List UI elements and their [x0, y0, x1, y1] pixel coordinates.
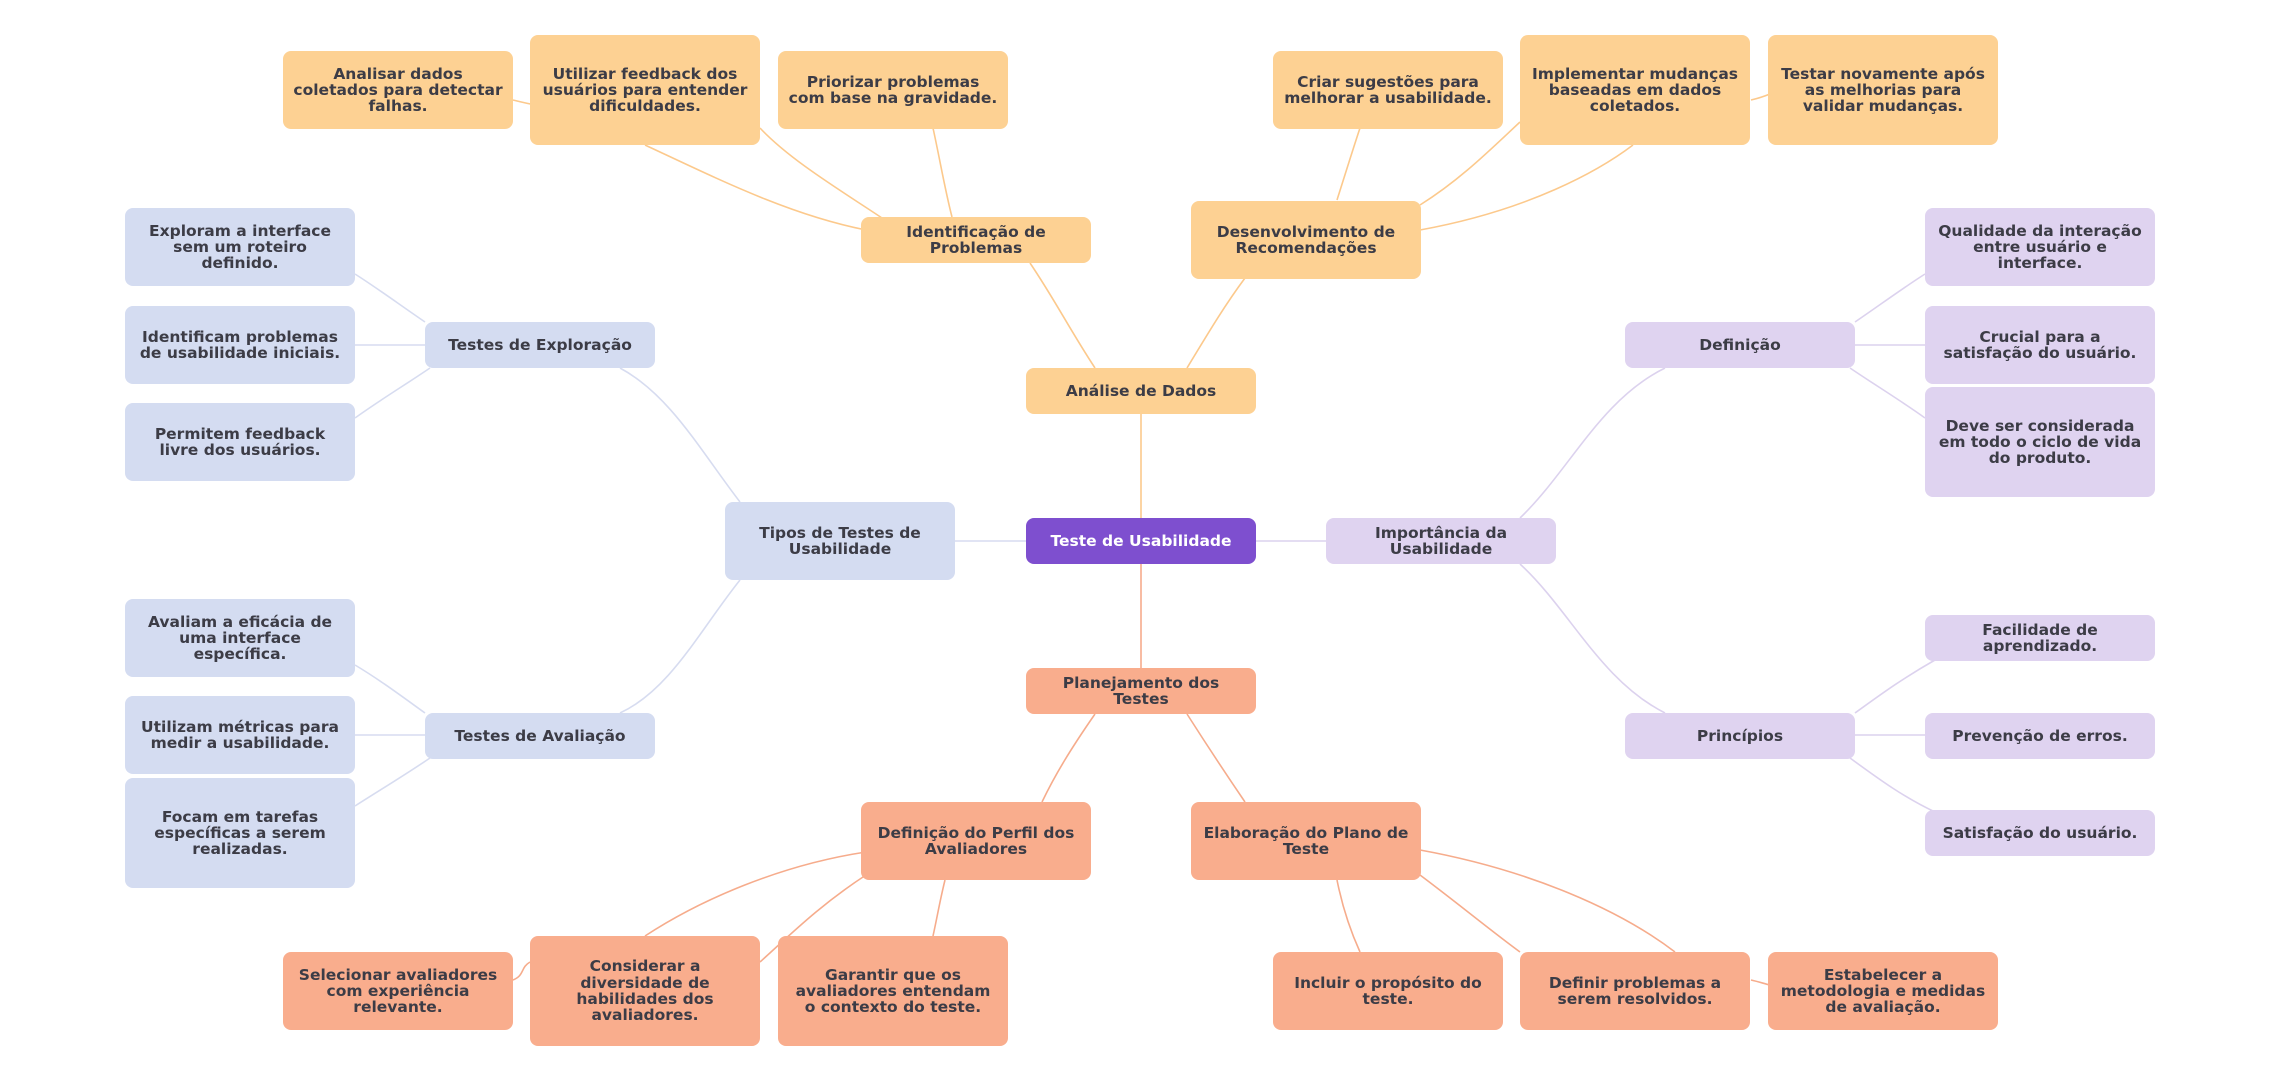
- edge-planning-profile: [1041, 713, 1096, 803]
- edge-plan-item-2: [1419, 874, 1521, 953]
- edge-importance-definition: [1519, 367, 1666, 519]
- edge-profile-item-2: [759, 874, 867, 963]
- edge-types-exploration: [619, 367, 741, 503]
- exploration-item-2[interactable]: Identificam problemas de usabilidade ini…: [125, 306, 355, 384]
- subtopic-evaluation[interactable]: Testes de Avaliação: [425, 713, 655, 759]
- principles-item-1[interactable]: Facilidade de aprendizado.: [1925, 615, 2155, 661]
- edge-problems-item-2: [644, 144, 867, 231]
- subtopic-problems[interactable]: Identificação de Problemas: [861, 217, 1091, 263]
- principles-item-3[interactable]: Satisfação do usuário.: [1925, 810, 2155, 856]
- evaluation-item-3[interactable]: Focam em tarefas específicas a serem rea…: [125, 778, 355, 888]
- evaluation-item-1[interactable]: Avaliam a eficácia de uma interface espe…: [125, 599, 355, 677]
- subtopic-recommendations[interactable]: Desenvolvimento de Recomendações: [1191, 201, 1421, 279]
- edge-principles-item-3: [1849, 757, 1936, 813]
- problems-item-3[interactable]: Priorizar problemas com base na gravidad…: [778, 51, 1008, 129]
- edge-recommendations-item-3: [1419, 144, 1634, 231]
- edge-recommendations-item-2: [1419, 121, 1521, 206]
- evaluation-item-2[interactable]: Utilizam métricas para medir a usabilida…: [125, 696, 355, 774]
- edge-definition-item-3: [1849, 367, 1926, 419]
- problems-item-2[interactable]: Utilizar feedback dos usuários para ente…: [530, 35, 760, 145]
- definition-item-3[interactable]: Deve ser considerada em todo o ciclo de …: [1925, 387, 2155, 497]
- edge-recommendations-item-1: [1336, 127, 1361, 201]
- subtopic-profile[interactable]: Definição do Perfil dos Avaliadores: [861, 802, 1091, 880]
- edge-planning-plan: [1186, 713, 1246, 803]
- branch-analysis[interactable]: Análise de Dados: [1026, 368, 1256, 414]
- recommendations-item-2[interactable]: Implementar mudanças baseadas em dados c…: [1520, 35, 1750, 145]
- edge-exploration-item-3: [354, 367, 431, 419]
- subtopic-definition[interactable]: Definição: [1625, 322, 1855, 368]
- edge-analysis-recommendations: [1186, 277, 1246, 369]
- edge-definition-item-1: [1854, 273, 1926, 323]
- edge-principles-item-1: [1854, 659, 1936, 714]
- plan-item-3[interactable]: Estabelecer a metodologia e medidas de a…: [1768, 952, 1998, 1030]
- edge-exploration-item-1: [354, 273, 426, 323]
- recommendations-item-3[interactable]: Testar novamente após as melhorias para …: [1768, 35, 1998, 145]
- branch-importance[interactable]: Importância da Usabilidade: [1326, 518, 1556, 564]
- edge-analysis-problems: [1029, 262, 1096, 369]
- edge-evaluation-item-3: [354, 757, 431, 807]
- subtopic-plan[interactable]: Elaboração do Plano de Teste: [1191, 802, 1421, 880]
- edge-types-evaluation: [619, 579, 741, 714]
- plan-item-1[interactable]: Incluir o propósito do teste.: [1273, 952, 1503, 1030]
- profile-item-1[interactable]: Selecionar avaliadores com experiência r…: [283, 952, 513, 1030]
- edge-importance-principles: [1519, 563, 1666, 714]
- edge-profile-item-4: [512, 961, 531, 981]
- profile-item-2[interactable]: Considerar a diversidade de habilidades …: [530, 936, 760, 1046]
- definition-item-1[interactable]: Qualidade da interação entre usuário e i…: [1925, 208, 2155, 286]
- principles-item-2[interactable]: Prevenção de erros.: [1925, 713, 2155, 759]
- edge-problems-item-4: [932, 127, 953, 218]
- definition-item-2[interactable]: Crucial para a satisfação do usuário.: [1925, 306, 2155, 384]
- edge-profile-item-3: [932, 879, 946, 937]
- edge-problems-item-3: [759, 127, 883, 219]
- subtopic-principles[interactable]: Princípios: [1625, 713, 1855, 759]
- edge-evaluation-item-1: [354, 664, 426, 714]
- edge-profile-item-1: [644, 851, 867, 937]
- exploration-item-3[interactable]: Permitem feedback livre dos usuários.: [125, 403, 355, 481]
- edge-plan-item-3: [1419, 849, 1676, 953]
- plan-item-2[interactable]: Definir problemas a serem resolvidos.: [1520, 952, 1750, 1030]
- exploration-item-1[interactable]: Exploram a interface sem um roteiro defi…: [125, 208, 355, 286]
- edge-plan-item-1: [1336, 879, 1361, 953]
- subtopic-exploration[interactable]: Testes de Exploração: [425, 322, 655, 368]
- branch-types[interactable]: Tipos de Testes de Usabilidade: [725, 502, 955, 580]
- recommendations-item-1[interactable]: Criar sugestões para melhorar a usabilid…: [1273, 51, 1503, 129]
- branch-planning[interactable]: Planejamento dos Testes: [1026, 668, 1256, 714]
- root-topic[interactable]: Teste de Usabilidade: [1026, 518, 1256, 564]
- problems-item-1[interactable]: Analisar dados coletados para detectar f…: [283, 51, 513, 129]
- profile-item-3[interactable]: Garantir que os avaliadores entendam o c…: [778, 936, 1008, 1046]
